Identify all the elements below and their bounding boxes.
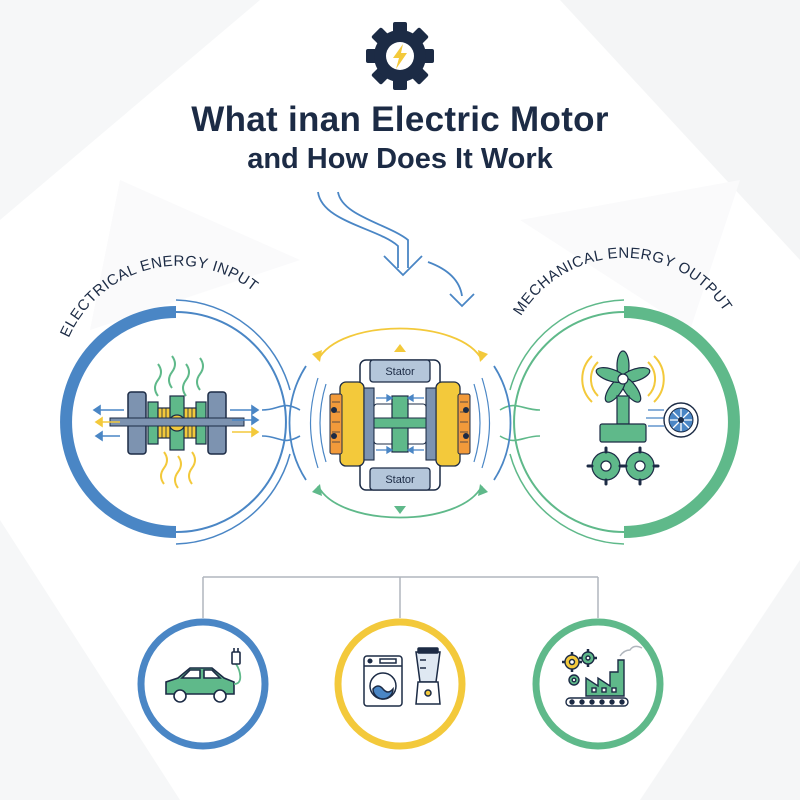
stator-label-bottom: Stator bbox=[385, 474, 415, 486]
stator-label-top: Stator bbox=[385, 366, 415, 378]
flow-arrows-down bbox=[317, 191, 475, 308]
connector-lines bbox=[261, 404, 541, 442]
title-line-2: and How Does It Work bbox=[247, 143, 553, 175]
output-label: MECHANICAL ENERGY OUTPUT bbox=[510, 245, 735, 319]
factory-conveyor-icon bbox=[562, 645, 643, 707]
washing-machine-blender-icon bbox=[363, 647, 441, 707]
application-industrial bbox=[532, 618, 664, 750]
applications-connector bbox=[202, 576, 599, 618]
electrical-motor-illustration bbox=[92, 355, 260, 489]
application-home-appliances bbox=[334, 618, 466, 750]
gear-lightning-icon bbox=[366, 22, 434, 90]
electric-car-icon bbox=[165, 648, 242, 703]
center-motor: Stator Stator bbox=[288, 327, 512, 519]
title-line-1: What inan Electric Motor bbox=[191, 100, 609, 139]
mechanical-output-ring bbox=[509, 299, 740, 545]
fan-robot-illustration bbox=[581, 350, 699, 486]
application-electric-car bbox=[137, 618, 269, 750]
electrical-input-ring bbox=[60, 299, 291, 545]
